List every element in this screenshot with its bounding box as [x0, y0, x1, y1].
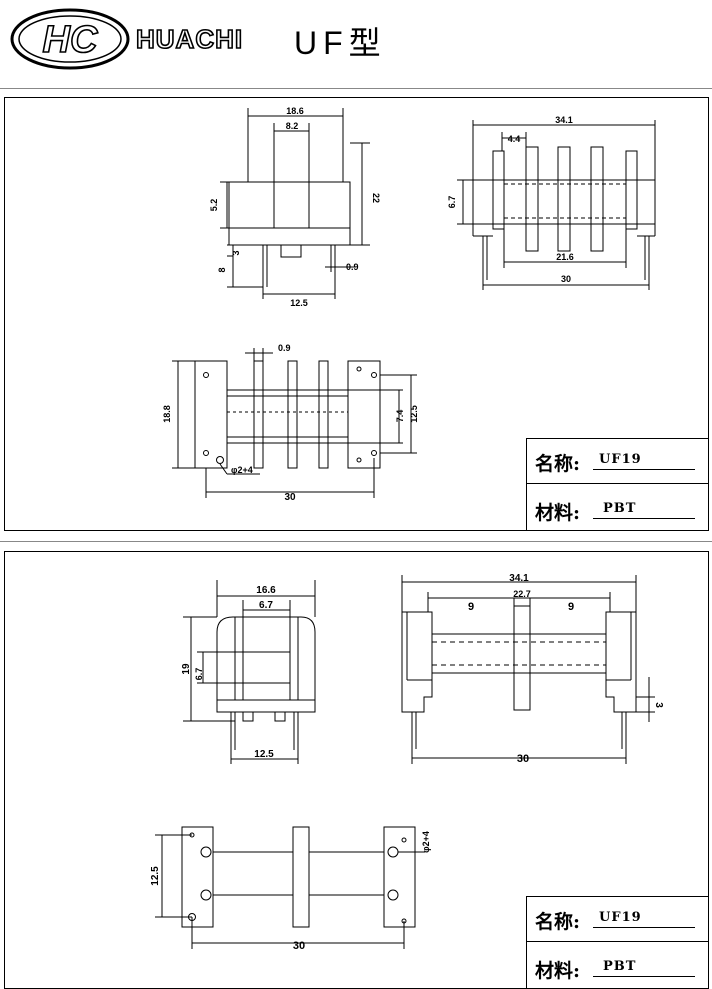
p1-bot-fin-2: [287, 360, 298, 469]
material-value-1: PBT: [603, 501, 637, 516]
model-title: UF型: [294, 25, 387, 61]
dim-p1-side-h: 6.7: [447, 196, 457, 209]
material-value-2: PBT: [603, 959, 637, 974]
dim-p2-side-c: 9: [568, 601, 574, 613]
dim-p1-front-w2: 8.2: [286, 121, 299, 131]
brand-name: HUACHI: [135, 23, 244, 55]
dim-p2-side-b: 22.7: [513, 589, 531, 599]
p1-bot-flange-left: [194, 360, 228, 469]
logo-text: HC: [43, 19, 98, 61]
p1-front-body: [228, 181, 351, 246]
dim-p1-front-h: 22: [371, 193, 381, 203]
p1-side-fin-3: [590, 146, 604, 252]
name-label-1: 名称:: [535, 453, 581, 475]
title-block-1: 名称: UF19 材料: PBT: [526, 438, 709, 531]
dim-p2-side-e: 30: [517, 753, 529, 765]
drawing-panel-1: 18.6 8.2 22 5.2 3 8 0.9 12.5 34.1 4.4 6.…: [4, 97, 709, 531]
name-value-1: UF19: [599, 452, 642, 467]
dim-p1-bot-w: 0.9: [278, 343, 291, 353]
dim-p2-bot-h: 12.5: [150, 866, 161, 886]
name-value-2: UF19: [599, 910, 642, 925]
p2-bot-flange-right: [383, 826, 416, 928]
p1-side-fin-1: [525, 146, 539, 252]
dim-p1-side-w: 34.1: [555, 115, 573, 125]
dim-p1-front-pin: 0.9: [346, 262, 359, 272]
p1-bot-fin-1: [253, 360, 264, 469]
drawing-panel-2: 16.6 6.7 19 6.7 12.5 34.1 9 22.7 9 3 30 …: [4, 551, 709, 989]
material-label-1: 材料:: [535, 502, 581, 524]
dim-p2-bot-pin: φ2+4: [421, 831, 431, 853]
dim-p1-front-w3: 12.5: [290, 298, 308, 308]
panel-2-drawing: 16.6 6.7 19 6.7 12.5 34.1 9 22.7 9 3 30 …: [150, 573, 664, 952]
dim-p1-bot-h2: 7.4: [395, 410, 405, 423]
dim-p2-front-h: 19: [181, 663, 192, 675]
dim-p1-bot-h: 18.8: [162, 405, 172, 423]
panel-1-drawing: 18.6 8.2 22 5.2 3 8 0.9 12.5 34.1 4.4 6.…: [162, 106, 656, 503]
name-label-2: 名称:: [535, 911, 581, 933]
p2-side-flange-left: [401, 611, 433, 713]
p1-bot-flange-right: [347, 360, 381, 469]
p1-side-flange-right: [625, 150, 638, 230]
p2-side-center-fin: [513, 605, 531, 711]
dim-p1-side-w4: 30: [561, 274, 571, 284]
header: HC HUACHI UF型: [0, 0, 712, 88]
dim-p1-bot-pin: φ2+4: [231, 465, 253, 475]
p1-side-fin-2: [557, 146, 571, 252]
p1-front-tab: [280, 244, 302, 258]
dim-p2-bot-w: 30: [293, 940, 305, 952]
material-label-2: 材料:: [535, 960, 581, 982]
dim-p2-side-d: 3: [653, 702, 664, 708]
p1-side-flange-left: [492, 150, 505, 230]
huachi-logo: HC: [10, 8, 130, 70]
dim-p1-front-s8: 8: [217, 267, 227, 272]
dim-p2-side-w: 34.1: [509, 573, 529, 584]
dim-p1-front-s3: 3: [231, 250, 241, 255]
dim-p2-front-w1: 16.6: [256, 585, 276, 596]
dim-p1-bot-h3: 12.5: [409, 405, 419, 423]
dim-p2-front-h2: 6.7: [194, 668, 204, 681]
p2-front-body: [216, 616, 316, 713]
header-divider: [0, 88, 712, 89]
dim-p1-side-w3: 21.6: [556, 252, 574, 262]
p2-bot-flange-left: [181, 826, 214, 928]
section-divider: [0, 541, 712, 542]
dim-p1-front-win: 5.2: [209, 199, 219, 212]
dim-p1-bot-w2: 30: [284, 492, 296, 503]
dim-p1-front-w1: 18.6: [286, 106, 304, 116]
p1-bot-fin-3: [318, 360, 329, 469]
p2-bot-center-fin: [292, 826, 310, 928]
title-block-2: 名称: UF19 材料: PBT: [526, 896, 709, 989]
dim-p2-front-w3: 12.5: [254, 749, 274, 760]
dim-p2-front-w2: 6.7: [259, 600, 273, 611]
dim-p1-side-w2: 4.4: [508, 134, 521, 144]
dim-p2-side-a: 9: [468, 601, 474, 613]
